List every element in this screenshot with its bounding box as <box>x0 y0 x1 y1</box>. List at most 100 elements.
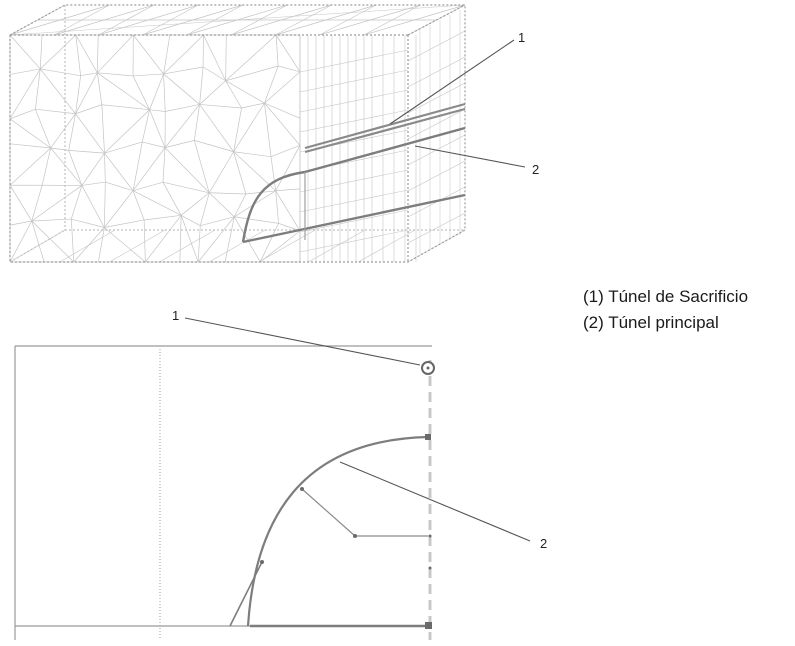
leader-top-2 <box>414 145 526 168</box>
mesh-edge <box>133 73 164 77</box>
mesh-edge <box>31 185 83 222</box>
mesh-edge <box>50 113 76 149</box>
node-square <box>425 622 432 629</box>
mesh-edge <box>234 216 279 224</box>
mesh-edge <box>70 185 83 220</box>
mesh-edge <box>75 75 81 114</box>
mesh-edge <box>225 34 227 81</box>
node-point <box>260 560 264 564</box>
mesh-edge <box>31 220 75 263</box>
bottom-leaders <box>184 317 531 542</box>
mesh-edge <box>208 151 234 193</box>
mesh-triangulation <box>9 4 466 263</box>
mesh-edge <box>241 102 265 109</box>
mesh-edge <box>407 108 466 140</box>
callout-bottom-2: 2 <box>540 536 547 551</box>
mesh-edge <box>35 68 41 110</box>
mesh-edge <box>143 219 146 263</box>
mesh-edge <box>149 109 166 148</box>
mesh-edge <box>299 69 409 93</box>
mesh-edge <box>164 140 195 148</box>
mesh-edge <box>275 190 279 224</box>
node-point <box>428 534 432 538</box>
node-square <box>425 434 431 440</box>
mesh-edge <box>199 192 210 226</box>
mesh-edge <box>275 34 301 73</box>
mesh-edge <box>299 109 409 133</box>
mesh-edge <box>97 72 150 110</box>
mesh-edge <box>132 75 150 110</box>
mesh-edge <box>270 145 301 158</box>
mesh-edge <box>80 72 98 77</box>
mesh-edge <box>103 182 106 228</box>
callout-top-2: 2 <box>532 162 539 177</box>
mesh-edge <box>70 219 75 263</box>
mesh-edge <box>75 72 98 114</box>
mesh-edge <box>9 68 41 75</box>
mesh-edge <box>97 72 134 77</box>
section-nodes <box>260 434 432 629</box>
mesh-edge <box>164 147 210 194</box>
sacrificial-tunnel-3d <box>304 102 466 154</box>
main-tunnel-3d <box>241 126 466 244</box>
mesh-edge <box>104 109 150 154</box>
mesh-edge <box>41 147 52 186</box>
mesh-edge <box>358 229 416 263</box>
mesh-edge <box>68 150 83 186</box>
legend-item-main-tunnel: (2) Túnel principal <box>583 313 719 332</box>
mesh-edge <box>40 34 77 70</box>
mesh-edge <box>39 34 43 69</box>
mesh-edge <box>105 181 134 192</box>
mesh-edge <box>225 65 279 82</box>
mesh-edge <box>224 216 235 263</box>
mesh-edge <box>101 104 150 111</box>
mesh-edge <box>275 188 301 192</box>
mesh-edge <box>31 220 45 263</box>
mesh-edge <box>194 140 234 153</box>
mesh-edge <box>407 56 466 88</box>
mesh-edge <box>104 153 106 183</box>
mesh-edge <box>407 82 466 114</box>
mesh-edge <box>75 34 81 76</box>
mesh-edge <box>233 151 272 158</box>
mesh-block-3d: 1 2 <box>9 4 539 263</box>
mesh-edge <box>104 219 145 228</box>
mesh-edge <box>141 109 150 143</box>
mesh-edge <box>264 102 301 146</box>
mesh-edge <box>200 216 235 227</box>
mesh-edge <box>233 151 247 195</box>
mesh-edge <box>299 49 409 73</box>
mesh-edge <box>68 113 76 151</box>
leader-bottom-1 <box>184 317 421 366</box>
mesh-edge <box>299 229 409 253</box>
mesh-edge <box>149 109 166 112</box>
mesh-edge <box>270 156 277 191</box>
mesh-edge <box>132 190 145 221</box>
mesh-edge <box>40 68 81 77</box>
mesh-edge <box>199 104 234 152</box>
legend: (1) Túnel de Sacrificio (2) Túnel princi… <box>583 284 748 336</box>
mesh-edge <box>407 212 466 244</box>
mesh-edge <box>264 71 301 104</box>
mesh-edge <box>278 65 301 73</box>
mesh-edge <box>9 118 51 149</box>
mesh-edge <box>9 143 51 149</box>
mesh-edge <box>9 108 36 120</box>
mesh-edge <box>50 147 69 151</box>
mesh-edge <box>59 229 116 263</box>
mesh-edge <box>233 216 261 263</box>
node-point <box>353 534 357 538</box>
mesh-edge <box>142 141 166 148</box>
mesh-edge <box>193 140 210 193</box>
mesh-edge <box>104 190 134 228</box>
mesh-edge <box>81 181 106 186</box>
mesh-edge <box>197 216 235 263</box>
mesh-edge <box>71 218 105 228</box>
mesh-edge <box>97 34 134 74</box>
mesh-edge <box>133 181 164 192</box>
mesh-edge <box>109 229 166 263</box>
mesh-edge <box>197 225 201 263</box>
node-point <box>428 566 432 570</box>
mesh-edge <box>68 150 105 154</box>
